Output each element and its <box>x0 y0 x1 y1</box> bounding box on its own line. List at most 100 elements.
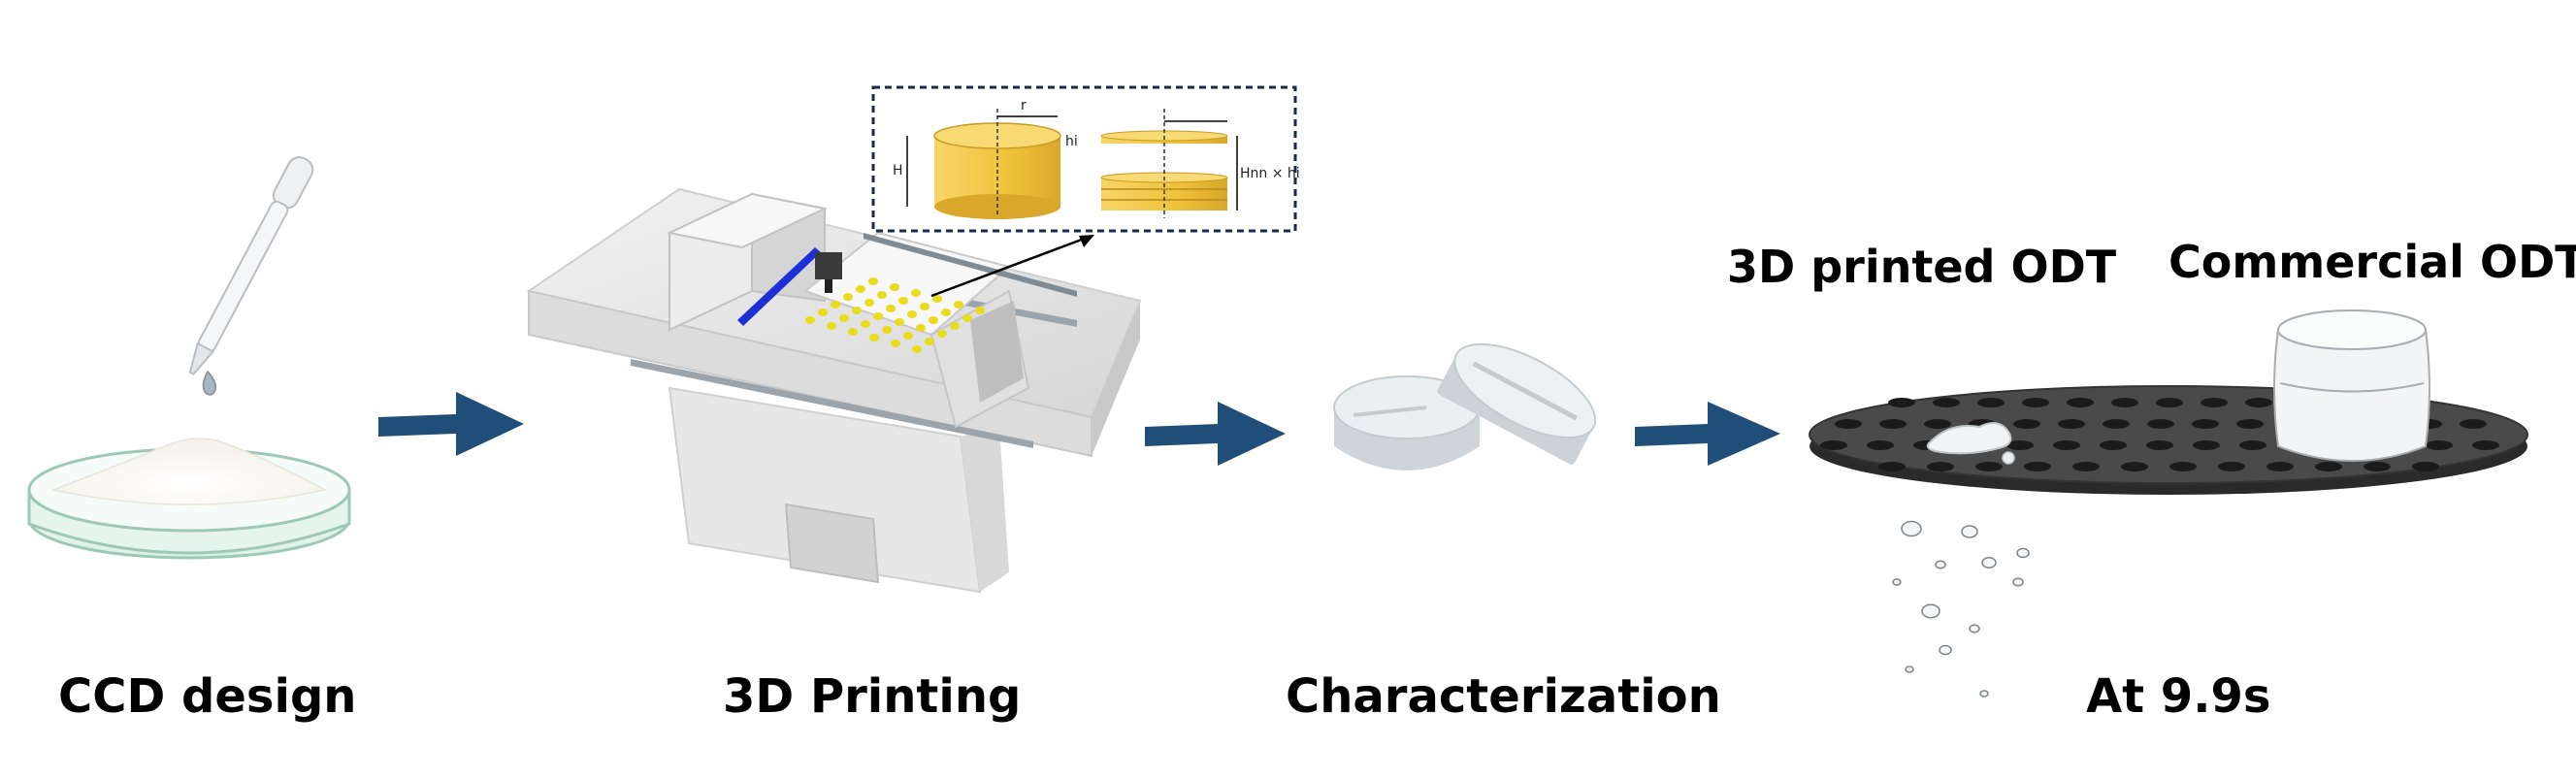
bead <box>916 324 926 332</box>
fragment <box>1979 690 1989 698</box>
plate-hole <box>2147 419 2174 429</box>
falling-particles <box>1892 520 2030 698</box>
plate-hole <box>2022 398 2049 407</box>
plate-hole <box>2121 462 2148 471</box>
plate-hole <box>2236 419 2264 429</box>
plate-hole <box>2364 462 2391 471</box>
plate-hole <box>2193 440 2220 450</box>
inset-label-r: r <box>1021 98 1027 114</box>
plate-hole <box>2058 419 2085 429</box>
bead <box>827 322 836 330</box>
inset-label-H: H <box>893 163 903 179</box>
dropper-illustration <box>188 156 314 396</box>
bead <box>937 330 947 338</box>
bead <box>856 285 865 293</box>
inset-label-stack: Hnn × hi <box>1240 166 1300 181</box>
bead <box>886 305 896 312</box>
bead <box>864 299 874 307</box>
plate-hole <box>1878 462 1906 471</box>
plate-hole <box>2024 462 2051 471</box>
stage-label-ccd-design: CCD design <box>58 669 357 724</box>
flow-arrow-2 <box>1145 402 1286 466</box>
plate-hole <box>2100 440 2127 450</box>
bead <box>869 334 879 341</box>
bead <box>831 301 840 308</box>
plate-hole <box>1867 440 1894 450</box>
fragment <box>1905 665 1914 673</box>
plate-hole <box>2239 440 2266 450</box>
bead <box>877 291 887 299</box>
bead <box>920 303 929 310</box>
plate-hole <box>2218 462 2245 471</box>
plate-hole <box>2067 398 2094 407</box>
fragment <box>1969 624 1980 633</box>
plate-hole <box>2201 398 2228 407</box>
plate-hole <box>1820 440 1847 450</box>
label-commercial-odt: Commercial ODT <box>2168 236 2576 288</box>
bead <box>907 310 917 318</box>
plate-hole <box>2006 440 2034 450</box>
plate-hole <box>2412 462 2439 471</box>
plate-hole <box>2315 462 2342 471</box>
bead <box>932 295 942 303</box>
plate-hole <box>2103 419 2130 429</box>
plate-hole <box>2169 462 2197 471</box>
plate-hole <box>1879 419 1907 429</box>
fragment <box>1901 520 1922 537</box>
bead <box>895 318 904 326</box>
plate-hole <box>2053 440 2080 450</box>
tablets-illustration <box>1333 342 1597 471</box>
bead <box>925 338 934 345</box>
plate-hole <box>1888 398 1915 407</box>
3d-printer-illustration <box>526 187 1142 594</box>
inset-pointer-arrow <box>930 235 1094 298</box>
plate-hole <box>1924 419 1951 429</box>
stage-label-3d-printing: 3D Printing <box>723 669 1022 724</box>
bead <box>868 277 878 285</box>
bead <box>852 307 862 314</box>
printed-tablet-beads <box>805 277 985 353</box>
bead <box>848 328 858 336</box>
bead <box>890 283 899 291</box>
bead <box>861 320 870 328</box>
bead <box>911 289 921 297</box>
plate-hole <box>2245 398 2272 407</box>
plate-hole <box>2192 419 2219 429</box>
petri-dish-illustration <box>27 438 351 560</box>
plate-hole <box>2013 419 2040 429</box>
plate-hole <box>2156 398 2183 407</box>
plate-hole <box>2460 419 2487 429</box>
plate-hole <box>2472 440 2499 450</box>
bead <box>903 332 913 340</box>
plate-hole <box>1977 398 2005 407</box>
fragment <box>2016 547 2030 559</box>
stage-label-characterization: Characterization <box>1286 669 1721 724</box>
label-3d-printed-odt: 3D printed ODT <box>1727 241 2117 293</box>
fragment <box>1892 578 1902 586</box>
bead <box>898 297 908 305</box>
bead <box>843 293 853 301</box>
bead <box>805 316 815 324</box>
fragment <box>1935 560 1946 569</box>
bead <box>929 316 938 324</box>
fragment <box>1981 557 1997 568</box>
plate-hole <box>1835 419 1862 429</box>
plate-hole <box>2146 440 2173 450</box>
bead <box>882 326 892 334</box>
bead <box>818 308 828 316</box>
bead <box>941 308 951 316</box>
plate-hole <box>1975 462 2003 471</box>
bead <box>912 345 922 353</box>
plate-hole <box>1933 398 1960 407</box>
plate-hole <box>2072 462 2100 471</box>
plate-hole <box>2266 462 2294 471</box>
bead <box>975 307 985 314</box>
plate-hole <box>1927 462 1954 471</box>
bead <box>839 314 849 322</box>
fragment <box>2012 577 2024 587</box>
bead <box>873 312 883 320</box>
fragment <box>1961 525 1978 538</box>
bead <box>950 322 960 330</box>
plate-hole <box>2111 398 2138 407</box>
